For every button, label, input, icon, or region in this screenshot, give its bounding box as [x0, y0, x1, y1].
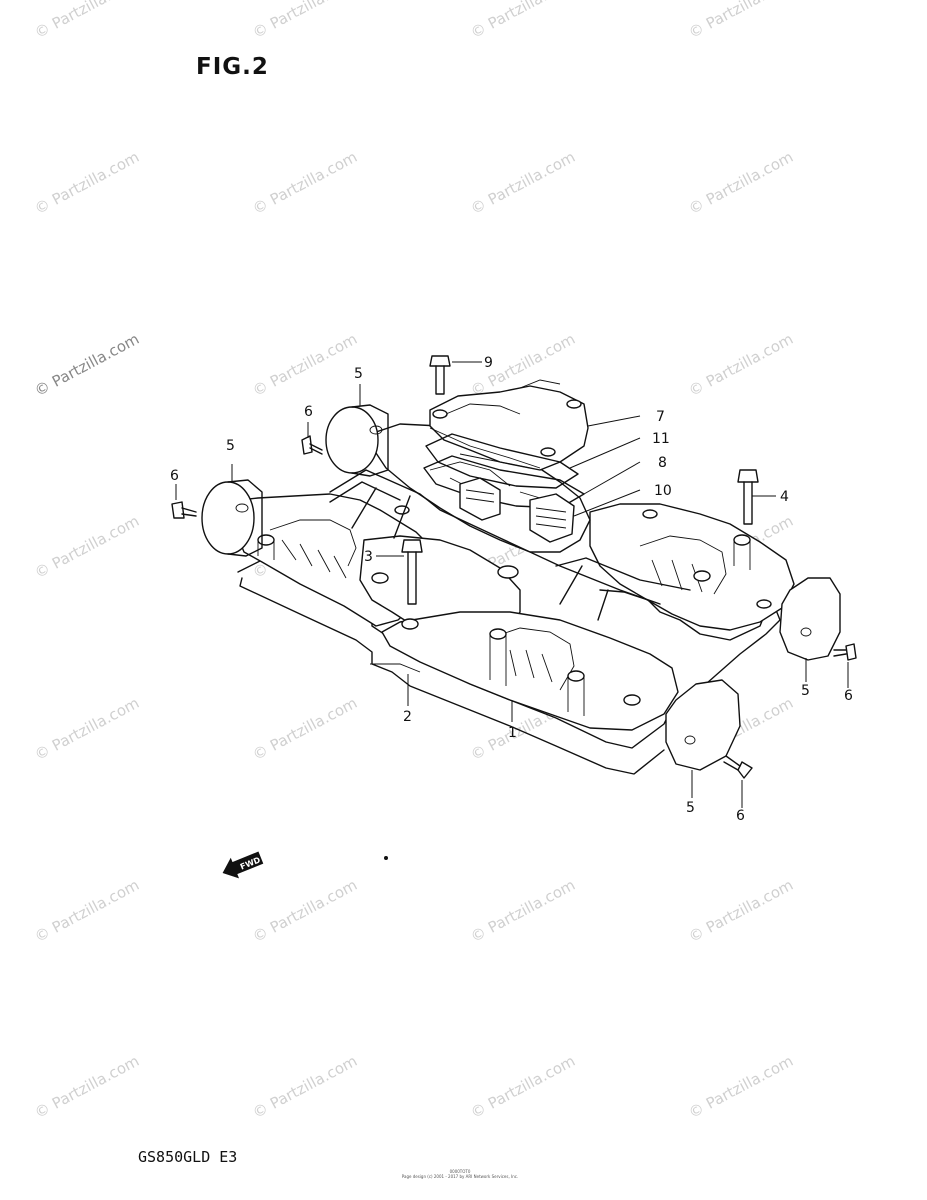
callout-5: 5 — [686, 800, 695, 816]
callout-10: 10 — [654, 483, 672, 499]
breather-cover-gasket[interactable] — [425, 433, 579, 489]
callout-7: 7 — [656, 409, 665, 425]
breather-separator[interactable] — [459, 477, 575, 543]
callout-11: 11 — [652, 431, 670, 447]
end-cap-screw[interactable] — [171, 501, 197, 519]
end-cap-screw[interactable] — [301, 435, 323, 455]
callout-5: 5 — [354, 366, 363, 382]
end-cap-front-left[interactable] — [201, 479, 263, 557]
model-code: GS850GLD E3 — [138, 1148, 238, 1166]
callout-6: 6 — [304, 404, 313, 420]
cover-bolt[interactable] — [737, 469, 759, 525]
footer-code: 0000TOT0 — [449, 1169, 471, 1174]
callout-2: 2 — [403, 709, 412, 725]
end-cap-screw[interactable] — [723, 755, 753, 779]
callout-5: 5 — [226, 438, 235, 454]
footer: 0000TOT0 Page design (c) 2001 - 2017 by … — [400, 1169, 520, 1179]
cover-bolt-long[interactable] — [401, 539, 423, 605]
figure-title: FIG.2 — [196, 54, 269, 80]
callout-leaders — [175, 361, 849, 808]
callout-4: 4 — [780, 489, 789, 505]
end-cap-screw[interactable] — [833, 643, 857, 661]
callout-5: 5 — [801, 683, 810, 699]
breather-cover[interactable] — [429, 379, 589, 471]
end-cap-rear-left[interactable] — [325, 404, 389, 477]
callout-3: 3 — [364, 549, 373, 565]
fwd-label: FWD — [239, 855, 262, 871]
footer-copyright: Page design (c) 2001 - 2017 by ARI Netwo… — [401, 1174, 519, 1179]
fwd-arrow-icon: FWD — [222, 851, 264, 879]
callout-6: 6 — [736, 808, 745, 824]
callout-1: 1 — [508, 725, 517, 741]
breather-cover-bolt[interactable] — [429, 355, 451, 395]
callout-8: 8 — [658, 455, 667, 471]
callout-9: 9 — [484, 355, 493, 371]
callout-6: 6 — [844, 688, 853, 704]
dot-mark — [384, 856, 388, 860]
callout-6: 6 — [170, 468, 179, 484]
end-cap-rear-right[interactable] — [779, 577, 841, 661]
